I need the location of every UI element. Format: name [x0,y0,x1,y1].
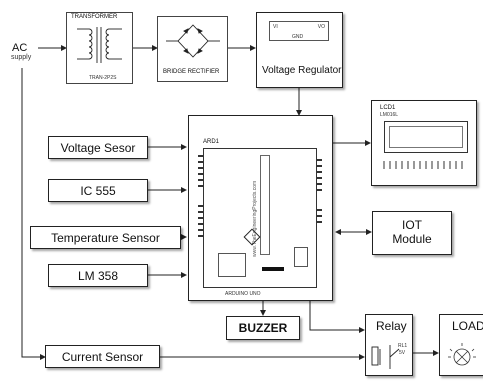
relay-block: Relay RL1 5V [365,314,413,376]
buzzer-block: BUZZER [226,316,300,340]
lcd-model: LM016L [380,112,399,118]
regulator-chip: VI VO GND [269,21,329,41]
header-strip [262,267,284,271]
load-label: LOAD [452,319,483,333]
voltage-sensor-block: Voltage Sesor [48,136,148,159]
usb-port [218,253,246,277]
bridge-diode-icon [166,24,220,58]
bridge-title: BRIDGE RECTIFIER [163,69,220,75]
relay-ref: RL1 [398,343,408,349]
watermark-text: www.TheEngineeringProjects.com [252,180,258,257]
iot-module-block: IOT Module [372,211,452,255]
relay-rating: 5V [399,350,406,356]
relay-switch-icon [371,345,400,369]
ac-label: AC [12,42,28,54]
mcu-chip [260,155,270,255]
power-jack [294,247,308,267]
voltage-regulator-block: VI VO GND Voltage Regulator [256,12,343,88]
lm358-block: LM 358 [48,264,148,287]
transformer-block: TRANSFORMER TRAN-2P2S [66,12,133,84]
iot-line1: IOT [402,218,422,232]
lcd-screen [384,121,468,153]
current-sensor-block: Current Sensor [45,345,160,368]
regulator-pin-out: VO [317,24,325,30]
lcd-block: LCD1 LM016L [371,100,477,186]
regulator-title: Voltage Regulator [262,65,342,76]
ic555-block: IC 555 [48,179,148,202]
lamp-icon [448,343,476,366]
temperature-sensor-block: Temperature Sensor [30,226,181,249]
lcd-pin-row-icon [383,161,463,169]
transformer-subtext: TRAN-2P2S [89,75,117,81]
transformer-coil-icon [77,27,122,63]
ac-to-current-sensor-line [21,68,46,360]
regulator-pin-gnd: GND [292,34,304,40]
relay-label: Relay [376,319,407,333]
iot-line2: Module [392,232,432,246]
load-block: LOAD [439,314,483,376]
arduino-ref: ARD1 [203,139,220,145]
arduino-board-block: ARD1 www.TheEngineeringProjects.com [188,115,333,301]
regulator-pin-in: VI [273,24,278,30]
arduino-footer: ARDUINO UNO [225,291,261,297]
ac-sublabel: supply [11,54,32,61]
arduino-outline: www.TheEngineeringProjects.com [198,148,322,288]
transformer-title: TRANSFORMER [71,14,118,20]
arrow-mcu-to-relay [309,301,365,333]
lcd-ref: LCD1 [380,105,396,111]
bridge-rectifier-block: BRIDGE RECTIFIER [157,16,228,82]
